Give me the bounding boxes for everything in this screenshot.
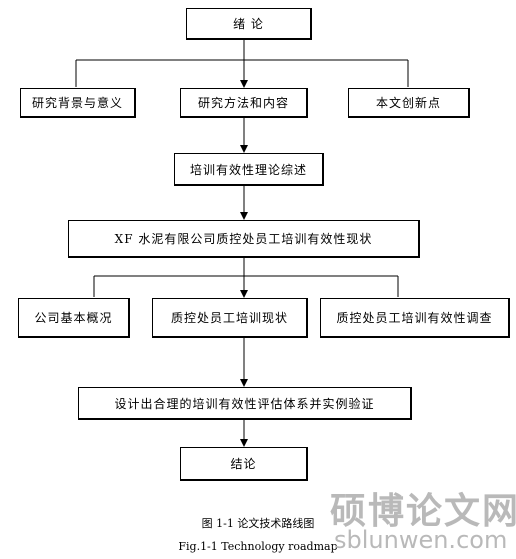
node-status: 质控处员工培训现状 bbox=[152, 298, 308, 338]
node-methods: 研究方法和内容 bbox=[180, 88, 308, 118]
node-overview: 公司基本概况 bbox=[18, 298, 130, 338]
node-company: XF 水泥有限公司质控处员工培训有效性现状 bbox=[68, 220, 420, 258]
node-background: 研究背景与意义 bbox=[20, 88, 136, 118]
watermark-cn: 硕博论文网 bbox=[330, 491, 516, 532]
caption-en: Fig.1-1 Technology roadmap bbox=[178, 540, 338, 553]
node-design: 设计出合理的培训有效性评估体系并实例验证 bbox=[78, 387, 412, 420]
node-innovation: 本文创新点 bbox=[348, 88, 470, 118]
node-conclusion: 结论 bbox=[180, 447, 308, 481]
watermark-url: sblunwen.com bbox=[334, 526, 508, 554]
caption-cn: 图 1-1 论文技术路线图 bbox=[201, 517, 315, 530]
node-intro: 绪 论 bbox=[186, 8, 312, 40]
node-survey: 质控处员工培训有效性调查 bbox=[320, 298, 510, 338]
node-review: 培训有效性理论综述 bbox=[174, 153, 324, 186]
